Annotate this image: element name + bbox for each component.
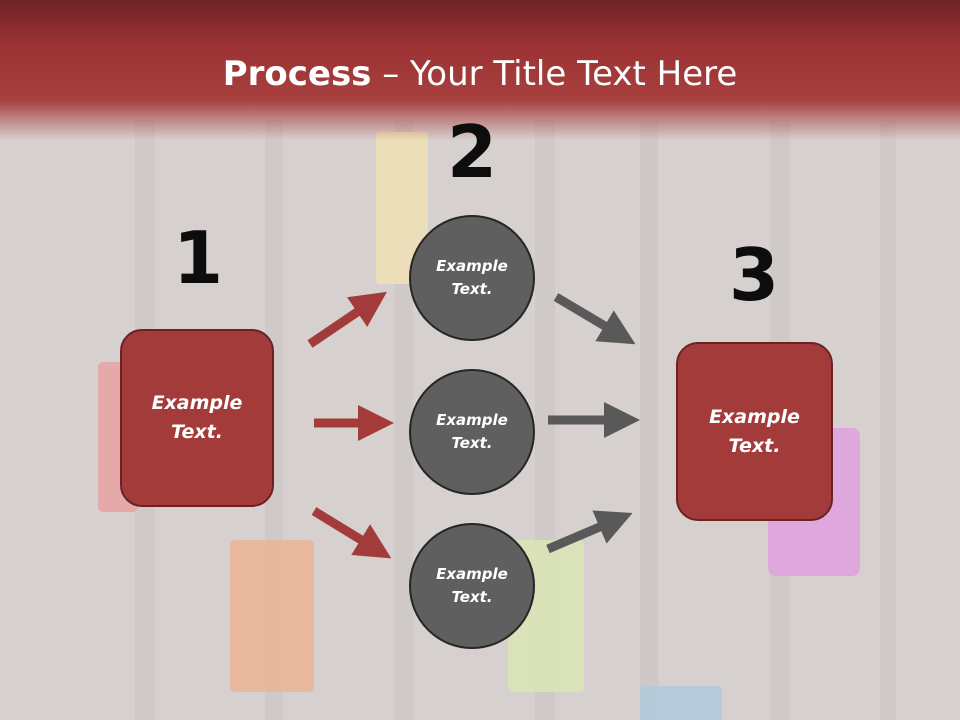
- orange-block: [230, 540, 314, 692]
- left-box: Example Text.: [120, 329, 274, 507]
- arrow-gray-up: [546, 510, 633, 554]
- circle-top-text: Example Text.: [436, 257, 508, 298]
- title-rest: – Your Title Text Here: [371, 54, 738, 94]
- circle-top: Example Text.: [409, 215, 535, 341]
- arrow-red-down: [311, 507, 392, 559]
- step-number-2: 2: [446, 110, 498, 194]
- title-bold: Process: [222, 54, 372, 94]
- slide-title: Process – Your Title Text Here: [0, 52, 960, 96]
- circle-middle-text: Example Text.: [436, 411, 508, 452]
- arrow-red-up: [307, 291, 387, 348]
- right-box: Example Text.: [676, 342, 833, 521]
- step-number-1: 1: [172, 216, 224, 300]
- circle-bottom: Example Text.: [409, 523, 535, 649]
- circle-bottom-text: Example Text.: [436, 565, 508, 606]
- circle-middle: Example Text.: [409, 369, 535, 495]
- yellow-block: [376, 132, 428, 284]
- arrow-gray-down: [553, 293, 636, 345]
- left-box-text: Example Text.: [151, 392, 243, 443]
- step-number-3: 3: [728, 233, 780, 317]
- right-box-text: Example Text.: [709, 405, 800, 457]
- title-banner: [0, 0, 960, 140]
- blue-block: [640, 686, 722, 720]
